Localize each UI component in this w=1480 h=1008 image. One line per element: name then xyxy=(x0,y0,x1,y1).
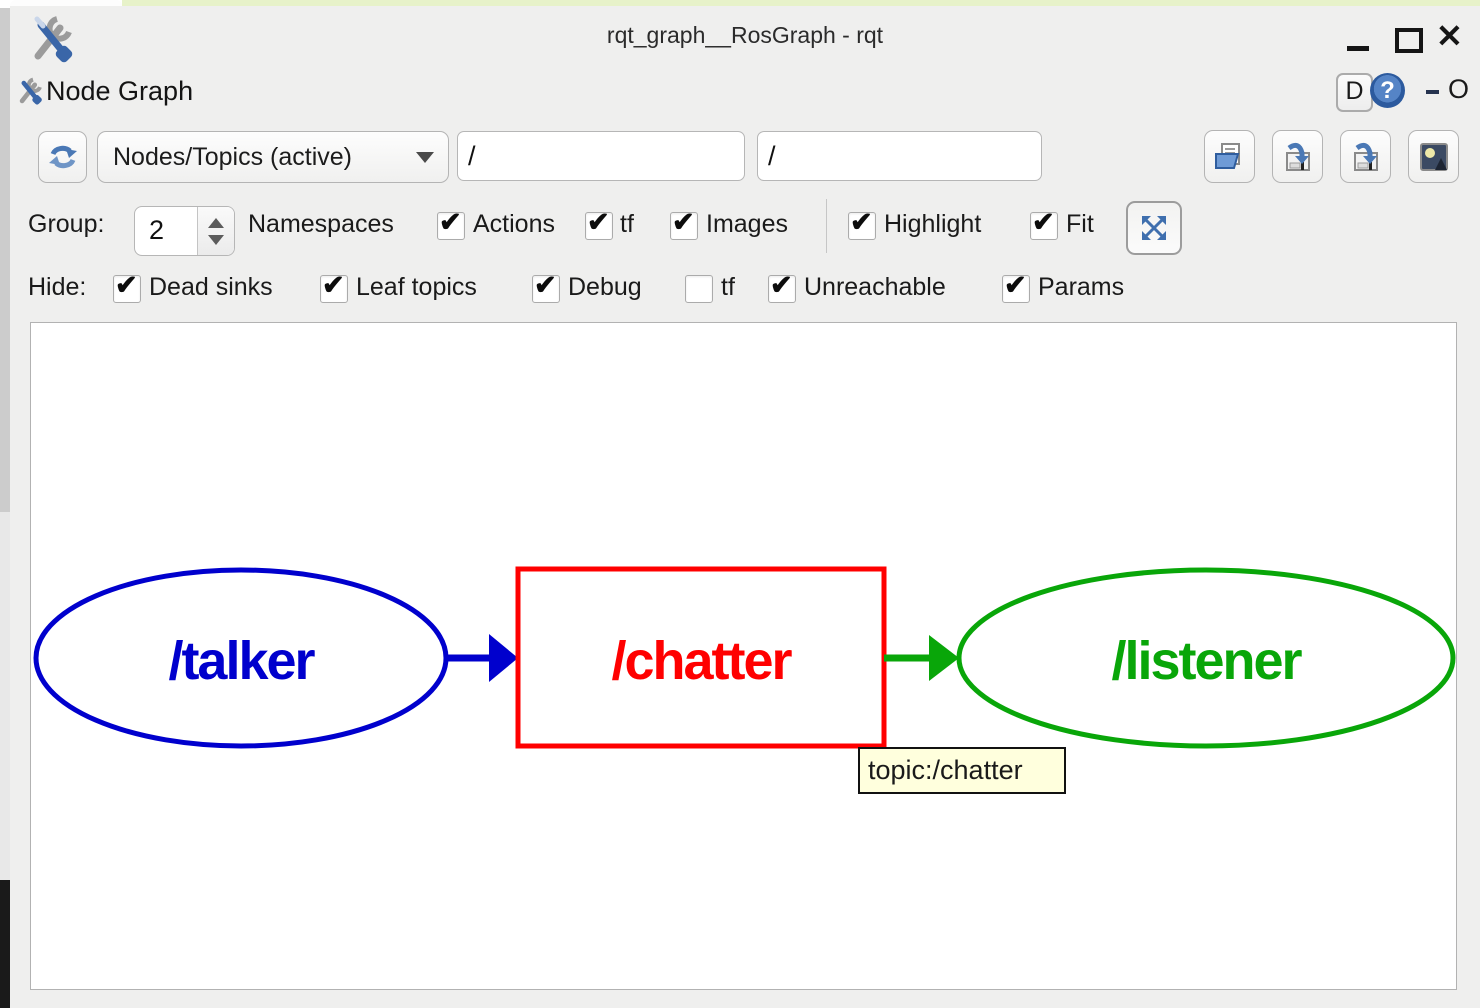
checkbox-fit-label[interactable]: Fit xyxy=(1066,210,1094,238)
save-dot-button[interactable] xyxy=(1272,130,1323,183)
graph-canvas[interactable]: /talker /chatter /listener topic:/chatte… xyxy=(30,322,1457,990)
minimize-icon[interactable] xyxy=(1347,46,1369,51)
spin-up-icon[interactable] xyxy=(208,217,224,228)
spin-down-icon[interactable] xyxy=(208,234,224,245)
title-bar: rqt_graph__RosGraph - rqt ✕ xyxy=(10,6,1480,68)
checkbox-params-label[interactable]: Params xyxy=(1038,273,1125,301)
dock-title: Node Graph xyxy=(46,76,194,106)
toolbar-separator xyxy=(826,199,827,253)
background-edge-strip xyxy=(0,8,10,512)
chevron-down-icon xyxy=(416,151,434,163)
checkbox-group-tf-label[interactable]: tf xyxy=(620,210,634,238)
rqt-tools-icon xyxy=(24,10,76,69)
listener-node[interactable] xyxy=(956,567,1456,749)
spinner-arrows[interactable] xyxy=(197,207,234,255)
window-title: rqt_graph__RosGraph - rqt xyxy=(606,22,884,48)
checkbox-leaf-topics-label[interactable]: Leaf topics xyxy=(356,273,477,301)
save-icon xyxy=(1285,142,1310,171)
save-svg-button[interactable] xyxy=(1340,130,1391,183)
background-window-tab xyxy=(10,0,122,8)
namespaces-label: Namespaces xyxy=(248,210,394,238)
checkbox-images-label[interactable]: Images xyxy=(706,210,788,238)
topic-filter-input[interactable]: / xyxy=(757,131,1042,181)
hide-label: Hide: xyxy=(28,273,87,301)
node-filter-input[interactable]: / xyxy=(457,131,745,181)
graph-type-value: Nodes/Topics (active) xyxy=(113,142,352,171)
image-icon xyxy=(1419,142,1448,171)
open-folder-icon xyxy=(1214,142,1240,169)
edge-chatter-listener-arrowhead-icon xyxy=(929,635,959,681)
checkbox-highlight-label[interactable]: Highlight xyxy=(884,210,982,238)
edge-talker-chatter-arrowhead-icon xyxy=(489,634,518,682)
checkbox-unreachable-label[interactable]: Unreachable xyxy=(804,273,946,301)
load-dot-button[interactable] xyxy=(1204,130,1255,183)
checkbox-dead-sinks-label[interactable]: Dead sinks xyxy=(149,273,273,301)
checkbox-debug[interactable] xyxy=(532,275,560,303)
background-top-line xyxy=(122,0,1480,6)
close-icon[interactable]: ✕ xyxy=(1436,18,1463,54)
dock-detach-button[interactable]: D xyxy=(1336,73,1373,112)
talker-node-label[interactable]: /talker xyxy=(168,631,317,691)
tooltip: topic:/chatter xyxy=(858,747,1066,794)
listener-node-label[interactable]: /listener xyxy=(1111,631,1304,691)
group-label: Group: xyxy=(28,210,105,238)
graph-type-select[interactable]: Nodes/Topics (active) xyxy=(97,131,449,183)
checkbox-highlight[interactable] xyxy=(848,212,876,240)
refresh-button[interactable] xyxy=(38,131,87,183)
checkbox-hide-tf-label[interactable]: tf xyxy=(721,273,735,301)
help-icon[interactable]: ? xyxy=(1370,73,1405,108)
refresh-icon xyxy=(48,145,77,169)
checkbox-debug-label[interactable]: Debug xyxy=(568,273,642,301)
rqt-window: rqt_graph__RosGraph - rqt ✕ Node Graph D… xyxy=(10,6,1480,1008)
save-icon xyxy=(1353,142,1378,171)
checkbox-actions-label[interactable]: Actions xyxy=(473,210,555,238)
checkbox-images[interactable] xyxy=(670,212,698,240)
checkbox-unreachable[interactable] xyxy=(768,275,796,303)
maximize-icon[interactable] xyxy=(1395,28,1423,53)
group-depth-spinner[interactable]: 2 xyxy=(134,206,235,256)
background-edge-strip xyxy=(0,512,10,880)
dock-header: Node Graph D ? O xyxy=(10,68,1480,114)
save-image-button[interactable] xyxy=(1408,130,1459,183)
dock-minimize-icon[interactable] xyxy=(1426,90,1439,94)
checkbox-hide-tf[interactable] xyxy=(685,275,713,303)
checkbox-leaf-topics[interactable] xyxy=(320,275,348,303)
checkbox-dead-sinks[interactable] xyxy=(113,275,141,303)
node-graph-svg: /talker /chatter /listener xyxy=(33,566,1456,749)
chatter-topic-node[interactable] xyxy=(515,566,887,749)
chatter-topic-label[interactable]: /chatter xyxy=(611,631,794,691)
checkbox-params[interactable] xyxy=(1002,275,1030,303)
fit-arrows-icon xyxy=(1142,216,1166,240)
fit-in-view-button[interactable] xyxy=(1126,201,1182,255)
hide-options-row: Hide: Dead sinks Leaf topics Debug tf Un… xyxy=(10,262,1480,316)
dock-close-button[interactable]: O xyxy=(1448,74,1470,104)
checkbox-fit[interactable] xyxy=(1030,212,1058,240)
group-depth-value: 2 xyxy=(149,215,165,245)
checkbox-group-tf[interactable] xyxy=(585,212,613,240)
group-options-row: Group: 2 Namespaces Actions tf Images Hi… xyxy=(10,199,1480,256)
node-graph-icon xyxy=(14,74,44,111)
background-edge-strip xyxy=(0,880,10,1008)
checkbox-actions[interactable] xyxy=(437,212,465,240)
